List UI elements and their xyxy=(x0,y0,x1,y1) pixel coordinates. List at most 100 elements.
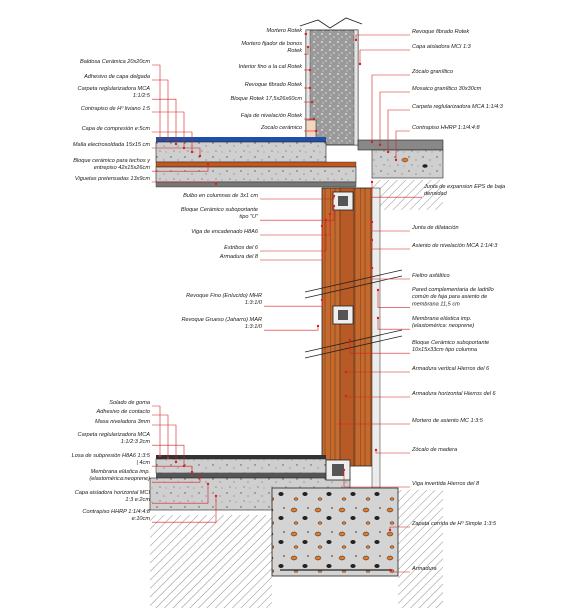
leader-line xyxy=(152,476,201,483)
leader-dot xyxy=(378,143,382,147)
leader-dot xyxy=(214,182,218,186)
leader-line xyxy=(375,450,410,454)
leader-dot xyxy=(206,482,210,486)
callout-label: Mortero de asiento MC 1:3:5 xyxy=(412,418,484,424)
callout-label: Armadura xyxy=(411,566,437,572)
leader-line xyxy=(152,111,185,148)
leader-line xyxy=(371,182,422,198)
leader-line xyxy=(260,220,327,252)
leader-dot xyxy=(190,470,194,474)
exterior-floor xyxy=(357,139,444,179)
leader-line xyxy=(377,290,410,308)
callout-label: Capa de compresión e:5cm xyxy=(82,126,151,132)
callout-label: Viga invertida Hierros del 8 xyxy=(412,481,480,487)
leader-line xyxy=(152,64,161,138)
leader-dot xyxy=(314,129,318,133)
leader-line xyxy=(152,414,169,458)
leader-line xyxy=(371,222,410,232)
callout-label: Armadura horizontal Hierros del 6 xyxy=(411,391,497,397)
rotek-upper-wall xyxy=(299,17,363,146)
leader-line xyxy=(304,47,309,55)
callout-label: Mortero Rotek xyxy=(267,28,304,34)
leader-line xyxy=(152,147,201,156)
callout-label: Zocalo cerámico xyxy=(260,125,302,131)
callout-label: Adhesivo de capa delgada xyxy=(83,74,150,80)
leader-dot xyxy=(214,494,218,498)
leader-line xyxy=(387,109,410,152)
leader-dot xyxy=(332,194,336,198)
leader-dot xyxy=(206,162,210,166)
leader-dot xyxy=(376,316,380,320)
callout-label: Viga de encadenado H8A6 xyxy=(191,229,259,235)
leader-dot xyxy=(306,45,310,49)
leader-dot xyxy=(190,150,194,154)
leader-dot xyxy=(328,212,332,216)
leader-dot xyxy=(370,220,374,224)
leader-line xyxy=(152,405,161,456)
leader-line xyxy=(152,496,217,523)
leader-dot xyxy=(344,370,348,374)
leader-dot xyxy=(158,136,162,140)
callout-label: Revoque fibrado Rotek xyxy=(245,82,303,88)
callout-label: Revoque fibrado Rotek xyxy=(412,29,470,35)
leader-dot xyxy=(388,568,392,572)
leader-dot xyxy=(308,68,312,72)
leader-dot xyxy=(354,38,358,42)
leader-dot xyxy=(198,474,202,478)
leader-dot xyxy=(174,142,178,146)
leader-dot xyxy=(358,62,362,66)
leader-dot xyxy=(344,394,348,398)
callout-label: Zócalo graníltico xyxy=(411,69,453,75)
leader-line xyxy=(260,226,323,261)
leader-line xyxy=(395,130,410,160)
leader-line xyxy=(371,74,410,142)
leader-line xyxy=(152,484,209,504)
callout-label: Contrapiso HHRP 1:1/4:4:8 xyxy=(412,125,480,131)
callout-label: Baldosa Cerámica 20x20cm xyxy=(80,59,150,65)
leader-dot xyxy=(338,422,342,426)
leader-dot xyxy=(348,338,352,342)
leader-line xyxy=(152,444,185,466)
leader-dot xyxy=(370,266,374,270)
callout-label: Junta de dilatación xyxy=(411,225,459,231)
leader-dot xyxy=(370,238,374,242)
callout-label: Bloque Rotek 17,5x26x60cm xyxy=(230,96,302,102)
callout-label: Malla electrosoldada 15x15 cm xyxy=(73,142,150,148)
callout-label: Interior fino a la cal Rotek xyxy=(239,64,304,70)
leader-line xyxy=(355,34,410,40)
callout-label: Masa niveladora 3mm xyxy=(95,419,150,425)
leader-dot xyxy=(320,224,324,228)
leader-line xyxy=(152,131,193,152)
leader-line xyxy=(260,214,331,236)
leader-dot xyxy=(198,154,202,158)
leader-line xyxy=(264,300,323,307)
leader-dot xyxy=(394,158,398,162)
leader-dot xyxy=(316,324,320,328)
leader-line xyxy=(371,268,410,280)
leader-line xyxy=(379,91,410,145)
callout-label: Carpeta reglularizadora MCA 1:1/4:3 xyxy=(412,104,504,110)
leader-dot xyxy=(376,288,380,292)
leader-dot xyxy=(310,100,314,104)
callout-label: Viguetas pretensadas 13x9cm xyxy=(75,176,150,182)
leader-dot xyxy=(374,448,378,452)
callout-label: Fieltro asfáltico xyxy=(412,273,450,279)
callout-label: Bulbo en columnas de 3x1 cm xyxy=(183,193,258,199)
callout-label: Adhesivo de contacto xyxy=(96,409,151,415)
callout-label: Faja de nivelación Rotek xyxy=(241,113,303,119)
leader-dot xyxy=(158,454,162,458)
leader-dot xyxy=(174,460,178,464)
soil-hatch xyxy=(150,180,443,608)
